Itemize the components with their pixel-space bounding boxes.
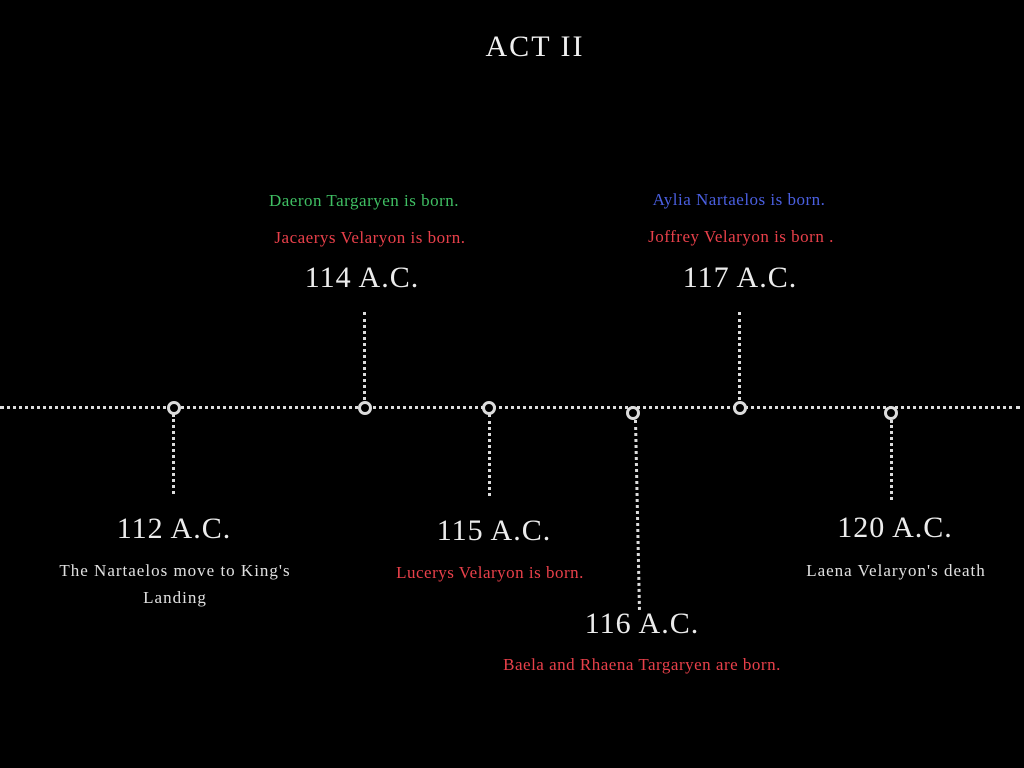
timeline-node-114 [358,401,372,415]
event-text-115: Lucerys Velaryon is born. [396,563,584,582]
connector-120 [890,420,893,500]
timeline-axis [0,406,1020,409]
year-label-114: 114 A.C. [304,261,420,294]
year-label-120: 120 A.C. [837,511,953,544]
event-text-120: Laena Velaryon's death [806,561,986,580]
timeline-node-116 [626,406,640,420]
page-title: ACT II [485,30,585,63]
connector-115 [488,414,491,496]
timeline-node-120 [884,406,898,420]
event-text-112: The Nartaelos move to King's Landing [59,561,291,607]
event-text-117-joffrey: Joffrey Velaryon is born . [648,227,834,246]
year-label-115: 115 A.C. [436,514,552,547]
year-label-117: 117 A.C. [682,261,798,294]
year-label-112: 112 A.C. [116,512,232,545]
connector-112 [172,414,175,494]
event-text-114-daeron: Daeron Targaryen is born. [268,191,460,210]
connector-114 [363,312,366,400]
event-text-117-aylia: Aylia Nartaelos is born. [652,190,826,209]
timeline-node-117 [733,401,747,415]
event-text-116: Baela and Rhaena Targaryen are born. [503,655,781,674]
year-label-116: 116 A.C. [584,607,700,640]
event-text-114-jacaerys: Jacaerys Velaryon is born. [274,228,466,247]
connector-117 [738,312,741,400]
timeline-node-115 [482,401,496,415]
timeline-node-112 [167,401,181,415]
